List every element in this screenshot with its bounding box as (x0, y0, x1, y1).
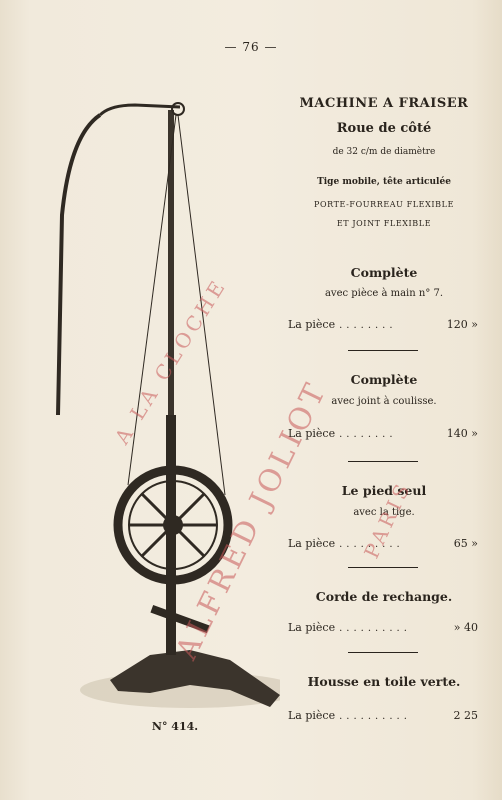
dental-engine-illustration (56, 102, 280, 708)
price-value: 120 » (446, 318, 478, 331)
item-desc: avec pièce à main n° 7. (324, 288, 444, 299)
price-row: La pièce ........ 120 » (288, 318, 478, 331)
feature-caps-2: ET JOINT FLEXIBLE (336, 219, 432, 228)
leader-dots: ......... (339, 539, 404, 550)
feature-line: Tige mobile, tête articulée (317, 177, 451, 187)
item-desc: avec la tige. (353, 507, 415, 518)
price-value: 140 » (446, 427, 478, 440)
feature-caps-1: PORTE-FOURREAU FLEXIBLE (313, 200, 455, 209)
item-desc: avec joint à coulisse. (331, 396, 437, 407)
price-row: La pièce ........ 140 » (288, 427, 478, 440)
leader-dots: .......... (339, 711, 411, 722)
diameter-line: de 32 c/m de diamètre (332, 147, 436, 157)
price-label: La pièce (288, 318, 336, 331)
price-value: » 40 (453, 621, 478, 634)
item-name: Corde de rechange. (315, 589, 453, 604)
divider (348, 350, 418, 351)
product-title: MACHINE A FRAISER (299, 96, 469, 111)
item-name: Complète (350, 265, 418, 280)
price-row: La pièce .......... 2 25 (288, 709, 478, 722)
leader-dots: ........ (339, 320, 397, 331)
price-row: La pièce .......... » 40 (288, 621, 478, 634)
product-subtitle: Roue de côté (336, 121, 432, 136)
divider (348, 652, 418, 653)
price-label: La pièce (288, 427, 336, 440)
divider (348, 567, 418, 568)
price-label: La pièce (288, 621, 336, 634)
price-row: La pièce ......... 65 » (288, 537, 478, 550)
page-number: — 76 — (224, 40, 278, 54)
price-value: 65 » (453, 537, 478, 550)
figure-caption: N° 414. (151, 720, 199, 733)
divider (348, 461, 418, 462)
item-name: Housse en toile verte. (307, 674, 461, 689)
item-name: Complète (350, 372, 418, 387)
leader-dots: ........ (339, 429, 397, 440)
price-label: La pièce (288, 709, 336, 722)
leader-dots: .......... (339, 623, 411, 634)
price-value: 2 25 (453, 709, 479, 722)
item-name: Le pied seul (341, 483, 427, 498)
price-label: La pièce (288, 537, 336, 550)
